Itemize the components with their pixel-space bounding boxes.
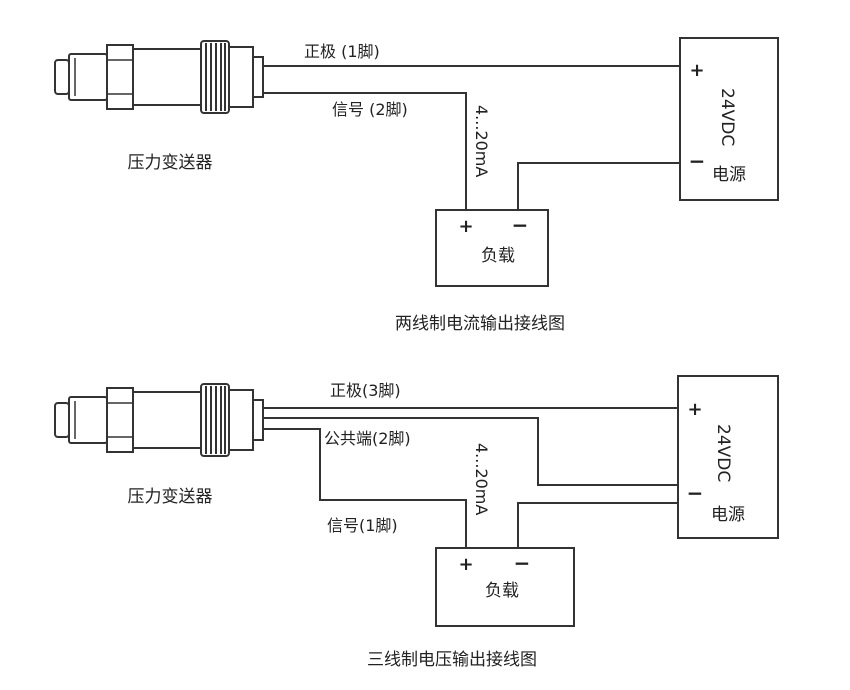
transmitter-label: 压力变送器 [128, 487, 213, 507]
load-plus: + [458, 554, 473, 575]
load-label: 负载 [481, 246, 515, 266]
pressure-transmitter-icon [54, 40, 264, 114]
current-label: 4...20mA [472, 105, 491, 177]
power-plus: + [687, 399, 702, 420]
wires [263, 407, 678, 548]
signal-wire [263, 92, 467, 210]
load-minus: − [512, 213, 529, 237]
load-minus: − [514, 551, 531, 575]
transmitter-label: 压力变送器 [128, 153, 213, 173]
power-supply-box [679, 37, 779, 201]
common-wire [263, 417, 678, 486]
positive-wire-label: 正极 (1脚) [304, 42, 380, 61]
load-label: 负载 [485, 581, 519, 601]
signal-wire [263, 428, 467, 548]
diagram-caption: 两线制电流输出接线图 [395, 314, 565, 334]
common-wire-label: 公共端(2脚) [324, 429, 411, 448]
power-voltage: 24VDC [717, 88, 737, 146]
return-wire [517, 162, 680, 210]
load-box [435, 547, 575, 627]
return-wire [517, 502, 678, 548]
load-box [435, 209, 549, 287]
current-label: 4...20mA [472, 443, 491, 515]
three-wire-diagram: 压力变送器 正极(3脚) 公共端(2脚) 信号(1脚) 4...20mA + −… [54, 375, 779, 670]
positive-wire-label: 正极(3脚) [330, 381, 401, 400]
power-plus: + [689, 60, 704, 81]
diagram-caption: 三线制电压输出接线图 [367, 650, 537, 670]
power-supply-box [677, 375, 779, 539]
signal-wire-label: 信号(1脚) [327, 516, 398, 535]
power-minus: − [689, 149, 706, 173]
power-label: 电源 [711, 505, 745, 525]
signal-wire-label: 信号 (2脚) [332, 100, 408, 119]
two-wire-diagram: 压力变送器 正极 (1脚) 信号 (2脚) 4...20mA + − 24VDC… [54, 37, 779, 334]
wires [263, 65, 680, 210]
load-plus: + [458, 216, 473, 237]
power-minus: − [687, 481, 704, 505]
power-voltage: 24VDC [713, 424, 733, 482]
pressure-transmitter-icon [54, 383, 264, 457]
power-label: 电源 [712, 165, 746, 185]
